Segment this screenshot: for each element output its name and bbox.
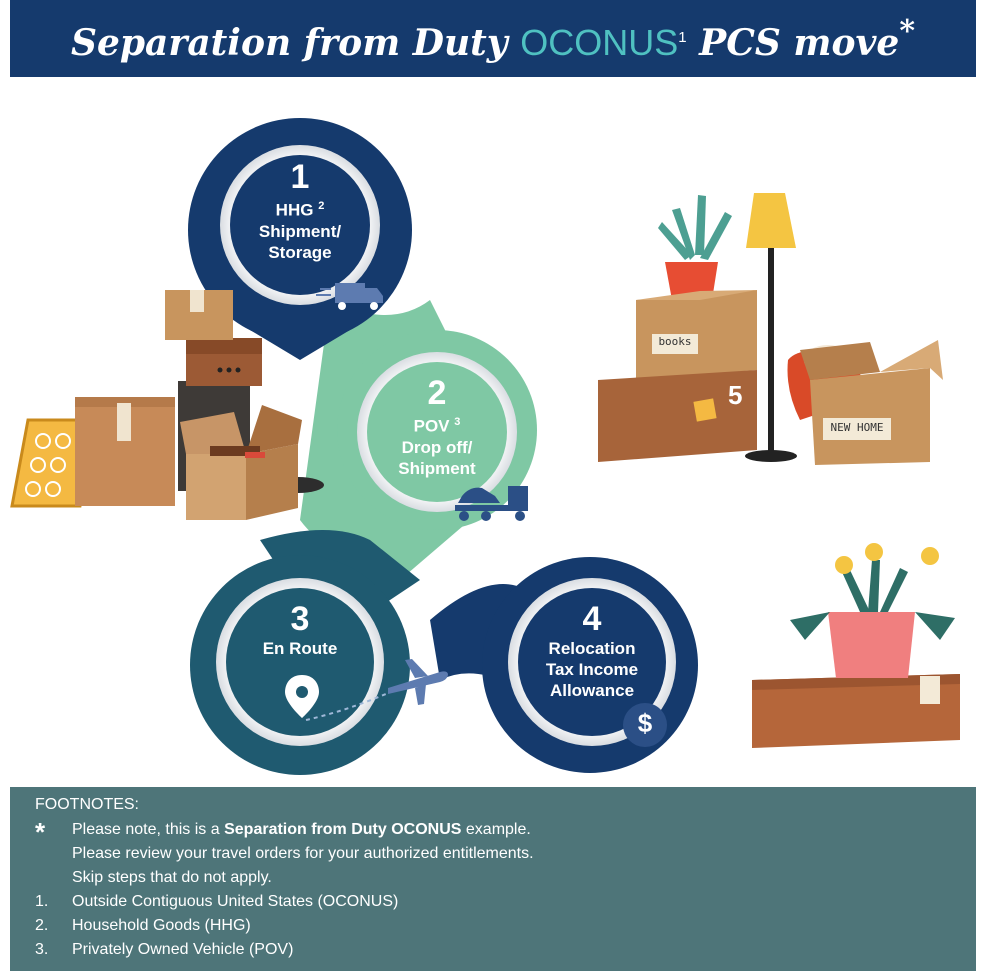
step-4-circle (482, 557, 698, 773)
step-4-number: 4 (582, 600, 602, 638)
footnote-star-pre: Please note, this is a (72, 821, 225, 838)
step-5-number: 5 (728, 380, 743, 410)
page-title: Separation from Duty OCONUS1 PCS move* (10, 14, 976, 64)
title-star: * (899, 14, 916, 49)
step-1-label: 1 HHG 2 Shipment/ Storage (230, 158, 370, 263)
step-1-footnote: 2 (318, 200, 325, 212)
footnote-1-text: Outside Contiguous United States (OCONUS… (72, 893, 399, 910)
footnote-star-bold: Separation from Duty OCONUS (224, 821, 462, 838)
location-pin-icon (285, 675, 319, 718)
step-2-circle (337, 330, 537, 530)
step-2-line1: POV (413, 416, 450, 436)
footnote-star-post: example. (461, 821, 531, 838)
car-carrier-truck-icon (455, 486, 528, 521)
boxes-pile-illustration (10, 290, 324, 520)
title-accent-footnote: 1 (678, 29, 687, 46)
title-banner: Separation from Duty OCONUS1 PCS move* (10, 0, 976, 77)
footnote-1-marker: 1. (35, 893, 49, 910)
dollar-sign-glyph: $ (637, 708, 653, 738)
footnote-3-marker: 3. (35, 941, 49, 958)
step-4-label: 4 Relocation Tax Income Allowance (522, 600, 662, 701)
step-1-line2: Shipment/ (258, 221, 342, 241)
footnote-star-marker: * (35, 817, 46, 847)
step-2-number: 2 (427, 374, 447, 412)
plant-on-box-illustration (752, 543, 960, 748)
footnotes-panel: FOOTNOTES: * Please note, this is a Sepa… (10, 787, 976, 971)
step-1-line1: HHG (275, 200, 314, 220)
title-prefix: Separation from Duty (70, 22, 508, 64)
step-2-footnote: 3 (454, 416, 461, 428)
footnote-2-text: Household Goods (HHG) (72, 917, 251, 934)
airplane-icon (388, 659, 448, 705)
step-3-label: 3 En Route (230, 600, 370, 659)
step-2-line3: Shipment (398, 458, 476, 478)
title-accent: OCONUS (520, 22, 679, 63)
new-home-box-label: NEW HOME (830, 421, 884, 434)
step-3-number: 3 (290, 600, 310, 638)
footnote-star-line2-text: Please review your travel orders for you… (72, 845, 534, 862)
step-4-line2: Tax Income (545, 660, 639, 679)
new-home-boxes-illustration (598, 193, 943, 465)
step-1-number: 1 (290, 158, 310, 196)
moving-truck-icon (316, 283, 383, 310)
step-3-line1: En Route (262, 639, 338, 658)
step-2-label: 2 POV 3 Drop off/ Shipment (367, 374, 507, 479)
step-3-circle (190, 555, 410, 775)
footnote-3-text: Privately Owned Vehicle (POV) (72, 941, 294, 958)
books-box-label: books (658, 335, 692, 348)
footnote-2-marker: 2. (35, 917, 49, 934)
footnotes-title: FOOTNOTES: (35, 796, 139, 813)
title-suffix: PCS move (699, 22, 900, 64)
step-4-line3: Allowance (549, 681, 635, 700)
pcs-move-diagram (10, 118, 960, 775)
footnote-star-line3-text: Skip steps that do not apply. (72, 869, 272, 886)
step-2-line2: Drop off/ (401, 437, 473, 457)
flight-path-line (305, 689, 396, 721)
step-1-line3: Storage (268, 242, 332, 262)
dollar-coin-icon (623, 703, 667, 747)
step-4-line1: Relocation (548, 639, 636, 658)
